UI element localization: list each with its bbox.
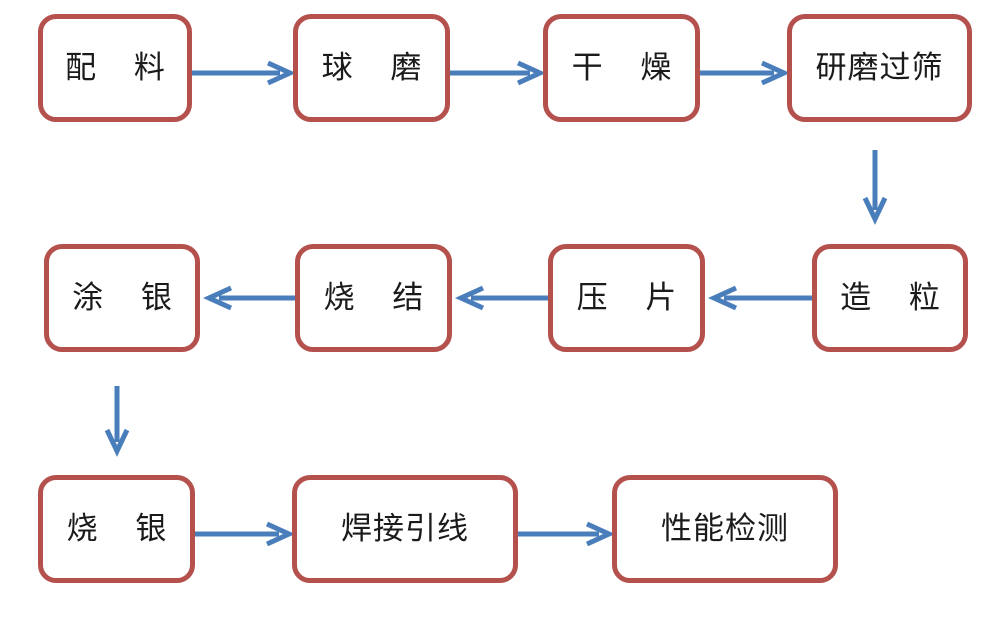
arrow-ganzao-to-yanmoguoshai	[700, 60, 791, 86]
node-label: 球 磨	[321, 49, 436, 86]
node-label: 配 料	[65, 49, 179, 86]
arrow-zaoli-to-yapian	[705, 285, 812, 311]
node-label: 干 燥	[571, 49, 686, 86]
node-label: 压 片	[576, 279, 691, 316]
node-shaojie[interactable]: 烧 结	[295, 244, 452, 352]
arrow-peiliao-to-qiumo	[192, 60, 297, 86]
node-qiumo[interactable]: 球 磨	[293, 14, 450, 122]
arrow-yapian-to-shaojie	[452, 285, 548, 311]
arrow-qiumo-to-ganzao	[450, 60, 547, 86]
node-label: 涂 银	[72, 279, 186, 316]
node-xingnengjiance[interactable]: 性能检测	[612, 475, 838, 583]
node-tuyin[interactable]: 涂 银	[44, 244, 200, 352]
node-zaoli[interactable]: 造 粒	[812, 244, 968, 352]
node-yapian[interactable]: 压 片	[548, 244, 705, 352]
node-shaoyin[interactable]: 烧 银	[38, 475, 195, 583]
node-yanmoguoshai[interactable]: 研磨过筛	[787, 14, 972, 122]
arrow-hanjieyinxian-to-xingnengjiance	[518, 521, 616, 547]
node-peiliao[interactable]: 配 料	[38, 14, 192, 122]
arrow-yanmoguoshai-to-zaoli	[862, 150, 888, 225]
node-label: 造 粒	[840, 279, 954, 316]
arrow-tuyin-to-shaoyin	[104, 386, 130, 457]
node-ganzao[interactable]: 干 燥	[543, 14, 700, 122]
node-label: 研磨过筛	[815, 49, 944, 86]
node-label: 烧 结	[323, 279, 438, 316]
node-label: 性能检测	[661, 510, 789, 547]
node-label: 焊接引线	[341, 510, 469, 547]
node-hanjieyinxian[interactable]: 焊接引线	[292, 475, 518, 583]
arrow-shaojie-to-tuyin	[200, 285, 295, 311]
node-label: 烧 银	[66, 510, 181, 547]
arrow-shaoyin-to-hanjieyinxian	[195, 521, 296, 547]
